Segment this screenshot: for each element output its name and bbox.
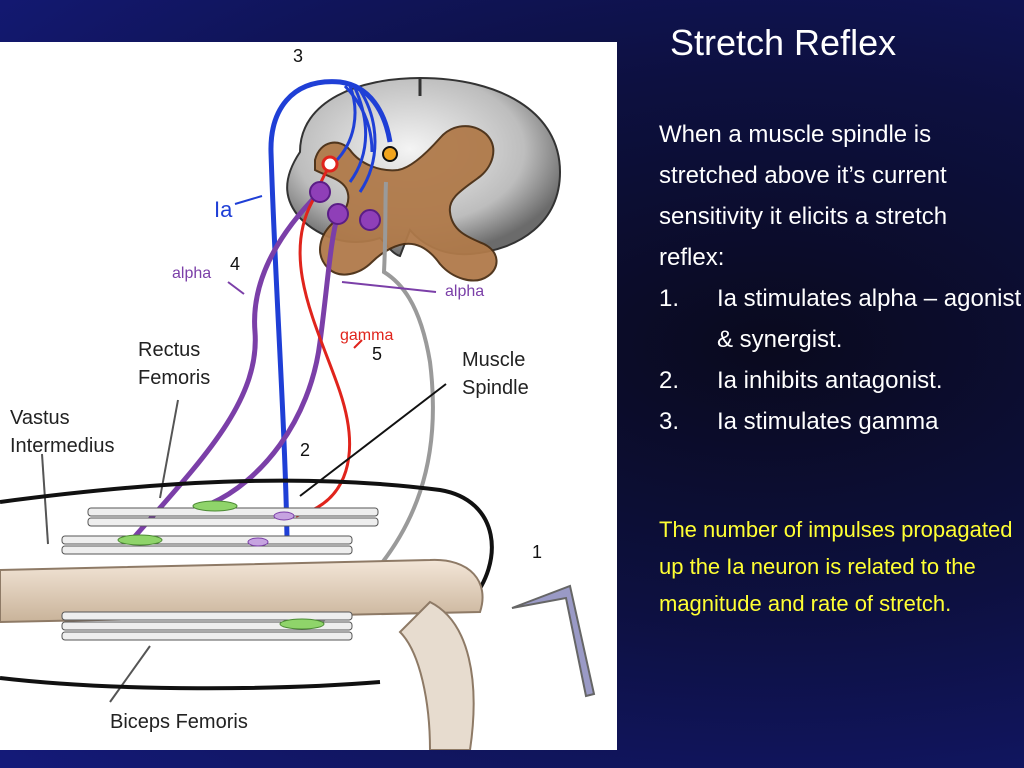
ia-afferent-fiber: [268, 79, 393, 539]
label-arrows: [41, 195, 447, 703]
label-3: 3: [293, 46, 303, 66]
leg-anatomy: [0, 478, 596, 750]
label-ia: Ia: [214, 197, 233, 222]
thigh-outline-bottom: [0, 676, 381, 691]
step-item: 3. Ia stimulates gamma: [659, 401, 1024, 442]
label-gamma: gamma: [340, 327, 393, 344]
label-muscle: Muscle: [462, 349, 525, 371]
ia-branch-4: [358, 89, 377, 193]
knee-joint: [398, 600, 475, 750]
label-2: 2: [300, 440, 310, 460]
thigh-outline-top: [0, 478, 494, 604]
label-femoris: Femoris: [138, 367, 210, 389]
diagram-labels: 3 Ia alpha 4 alpha gamma 5 Rectus Femori…: [10, 46, 542, 733]
label-intermedius: Intermedius: [10, 435, 115, 457]
spindle-afferent-grey: [318, 181, 435, 624]
muscle-spindles: [117, 500, 325, 630]
label-5: 5: [372, 344, 382, 364]
step-number: 1.: [659, 285, 680, 312]
reflex-hammer: [511, 584, 596, 698]
spinal-cord: [286, 76, 562, 282]
step-number: 3.: [659, 408, 680, 435]
vastus-intermedius-muscle: [61, 535, 353, 555]
label-rectus: Rectus: [138, 339, 200, 361]
label-biceps-femoris: Biceps Femoris: [110, 711, 248, 733]
stretch-reflex-diagram: 3 Ia alpha 4 alpha gamma 5 Rectus Femori…: [0, 42, 617, 750]
label-alpha-right: alpha: [445, 283, 484, 300]
impulse-note: The number of impulses propagated up the…: [659, 517, 1013, 616]
motor-neurons: [309, 181, 381, 231]
label-alpha-left: alpha: [172, 265, 211, 282]
ia-branch-2: [333, 85, 357, 164]
step-text: Ia stimulates gamma: [717, 408, 939, 435]
interneuron: [382, 146, 398, 162]
biceps-femoris-muscle: [61, 611, 353, 641]
step-text: Ia inhibits antagonist.: [717, 367, 943, 394]
alpha-motor-fiber-2: [208, 213, 341, 507]
femur: [0, 558, 484, 624]
step-item: 1. Ia stimulates alpha – agonist & syner…: [659, 278, 1024, 360]
alpha-motor-fiber-1: [128, 190, 322, 544]
step-number: 2.: [659, 367, 680, 394]
rectus-femoris-muscle: [87, 507, 379, 527]
diagram-canvas: 3 Ia alpha 4 alpha gamma 5 Rectus Femori…: [0, 46, 596, 750]
nerve-pathways: [128, 79, 435, 624]
intro-text: When a muscle spindle is stretched above…: [659, 121, 948, 271]
step-item: 2. Ia inhibits antagonist.: [659, 360, 1024, 401]
label-spindle: Spindle: [462, 377, 529, 399]
label-4: 4: [230, 254, 240, 274]
slide-title: Stretch Reflex: [670, 22, 897, 63]
label-vastus: Vastus: [10, 407, 70, 429]
reflex-steps-list: 1. Ia stimulates alpha – agonist & syner…: [659, 278, 1024, 442]
ia-branch-3: [348, 87, 368, 183]
label-1: 1: [532, 542, 542, 562]
gamma-neuron: [321, 155, 339, 173]
step-text: Ia stimulates alpha – agonist & synergis…: [717, 285, 1022, 353]
